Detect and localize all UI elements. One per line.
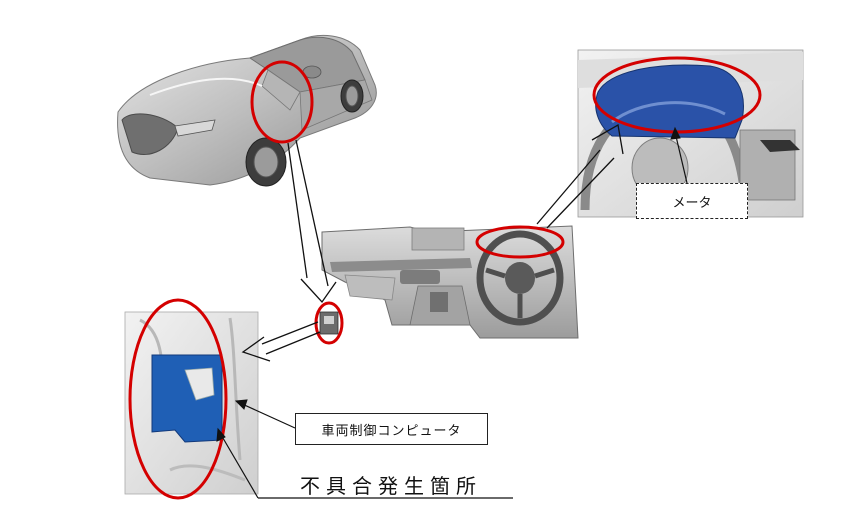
leader-ecu-label [234,399,296,429]
callout-arrow-dashboard-to-ecu [241,321,321,362]
fault-location-label: 不具合発生箇所 [300,474,482,498]
car-illustration [117,34,377,187]
dashboard-meter-highlight-ring [475,225,565,259]
vehicle-control-computer-label: 車両制御コンピュータ [295,413,488,445]
dashboard-illustration [319,225,579,339]
leader-meter-label [670,126,688,184]
ecu-connector [184,367,215,401]
ecu-photo-highlight-ring [128,298,228,500]
leader-fault-location [216,427,513,499]
meter-label: メータ [636,183,748,219]
callout-arrow-car-to-dashboard [287,139,337,304]
meter-unit-detail [611,101,726,124]
car-highlight-ring [250,60,314,144]
callout-arrow-dashboard-to-meter [536,123,624,229]
